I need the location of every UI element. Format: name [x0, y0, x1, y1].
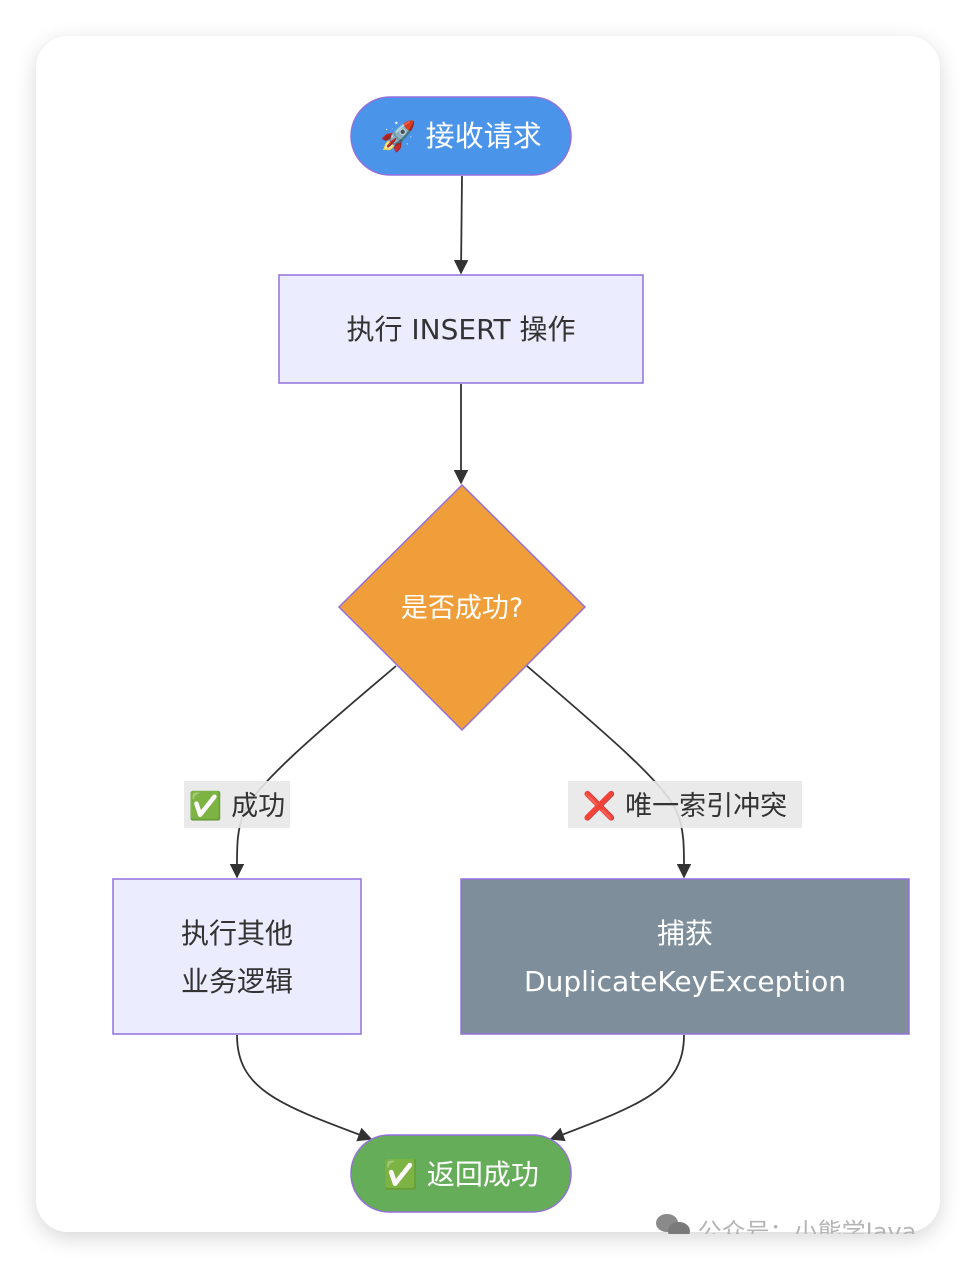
- catch-line1: 捕获: [657, 917, 713, 950]
- node-other-logic: 执行其他 业务逻辑: [112, 878, 362, 1035]
- end-label: ✅ 返回成功: [383, 1158, 539, 1191]
- other-logic-line2: 业务逻辑: [181, 965, 293, 998]
- edge-decision-other: [229, 665, 397, 879]
- insert-label: 执行 INSERT 操作: [347, 313, 576, 346]
- start-label: 🚀 接收请求: [380, 119, 541, 153]
- edge-label-success: ✅ 成功: [184, 781, 290, 828]
- node-catch: 捕获 DuplicateKeyException: [460, 878, 910, 1035]
- node-start: 🚀 接收请求: [350, 96, 572, 176]
- edge-start-insert: [453, 175, 469, 275]
- node-decision: 是否成功?: [337, 483, 587, 732]
- edge-other-end: [236, 1034, 373, 1142]
- catch-line2: DuplicateKeyException: [524, 965, 846, 998]
- watermark-text: 公众号：小熊学Java: [697, 1218, 917, 1234]
- node-insert: 执行 INSERT 操作: [278, 274, 644, 384]
- wechat-icon: [656, 1212, 690, 1234]
- conflict-label: ❌ 唯一索引冲突: [583, 790, 787, 822]
- node-end: ✅ 返回成功: [350, 1134, 572, 1213]
- edge-catch-end: [549, 1034, 685, 1142]
- edge-label-conflict: ❌ 唯一索引冲突: [568, 781, 802, 828]
- decision-label: 是否成功?: [401, 593, 523, 624]
- edge-decision-catch: [526, 665, 692, 879]
- other-logic-line1: 执行其他: [181, 917, 293, 950]
- watermark: 公众号：小熊学Java: [656, 1212, 926, 1234]
- success-label: ✅ 成功: [189, 790, 285, 822]
